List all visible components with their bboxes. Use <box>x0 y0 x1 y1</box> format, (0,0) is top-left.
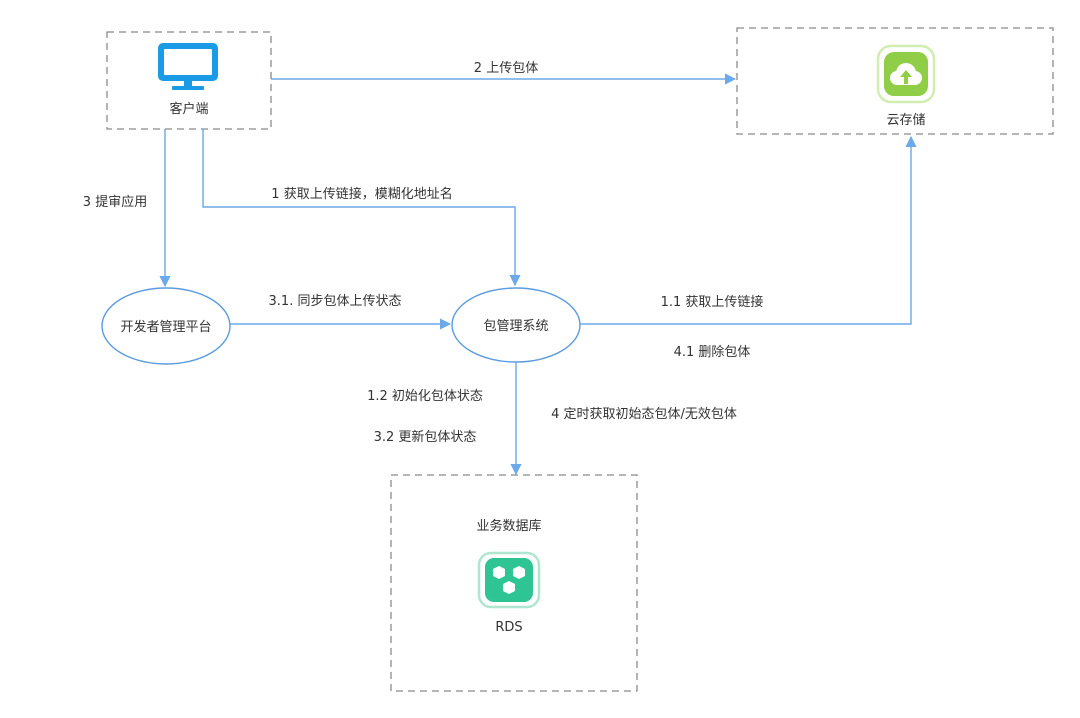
cloud-upload-icon <box>876 44 936 104</box>
edge-label-update-package-status: 3.2 更新包体状态 <box>374 429 477 445</box>
dev-platform-ellipse <box>101 287 231 365</box>
pkg-system-label: 包管理系统 <box>483 319 548 334</box>
edge-get-upload-link <box>580 135 917 325</box>
dev-platform-node: 开发者管理平台 <box>101 287 231 365</box>
pkg-system-node: 包管理系统 <box>451 287 581 363</box>
client-label: 客户端 <box>169 101 208 117</box>
database-title: 业务数据库 <box>476 518 541 534</box>
edge-label-delete-package: 4.1 删除包体 <box>674 345 751 360</box>
edge-label-upload-package: 2 上传包体 <box>474 61 538 76</box>
edge-get-upload-link-fuzzy <box>202 129 521 287</box>
cloud-storage-box <box>736 27 1054 135</box>
edge-label-timed-fetch-packages: 4 定时获取初始态包体/无效包体 <box>551 407 737 422</box>
client-node: 客户端 <box>106 31 272 130</box>
cloud-storage-node: 云存储 <box>736 27 1054 135</box>
edge-label-get-upload-link: 1.1 获取上传链接 <box>661 294 764 310</box>
rds-label: RDS <box>495 620 522 635</box>
client-box <box>106 31 272 130</box>
edge-label-submit-app: 3 提审应用 <box>83 194 147 210</box>
monitor-icon <box>158 43 218 90</box>
database-node: 业务数据库 RDS <box>390 474 638 692</box>
rds-hexagon-icon <box>477 551 541 609</box>
cloud-storage-label: 云存储 <box>886 113 925 128</box>
dev-platform-label: 开发者管理平台 <box>120 319 211 335</box>
edge-label-get-upload-link-fuzzy: 1 获取上传链接，模糊化地址名 <box>271 186 452 202</box>
edge-label-init-package-status: 1.2 初始化包体状态 <box>367 389 483 404</box>
edge-label-sync-upload-status: 3.1. 同步包体上传状态 <box>269 294 402 309</box>
